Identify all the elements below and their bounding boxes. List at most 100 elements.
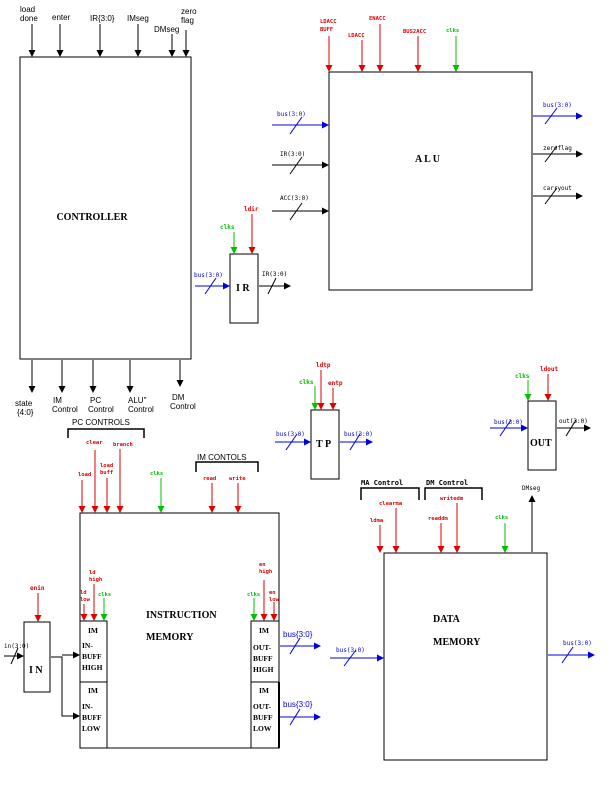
alu-in-bus-label: bus(3:0) <box>277 111 306 118</box>
state-label-1: state <box>15 399 33 408</box>
readdm-label: readdm <box>428 516 449 522</box>
alu-in-acc-label: ACC(3:0) <box>280 195 309 202</box>
pc-control-label-2: Control <box>88 405 114 414</box>
im-out-low-line-4: LOW <box>253 724 272 733</box>
en-low-label-1: en <box>269 590 276 596</box>
out-in-bus-label: bus(3:0) <box>494 419 523 426</box>
ldma-label: ldma <box>370 518 383 524</box>
dm-control-label-2: Control <box>170 402 196 411</box>
im-in-buff-high: IM IN- BUFF HIGH <box>79 620 108 683</box>
im-output-buses <box>280 637 321 726</box>
im-in-low-line-1: IM <box>88 686 98 695</box>
im-out-low-line-3: BUFF <box>253 713 273 722</box>
pc-controls-bracket: PC CONTROLS <box>67 418 145 438</box>
carryout-label: carryout <box>543 185 572 192</box>
pc-load-buff-label-2: buff <box>100 470 113 476</box>
ldacc-buff-label-1: LDACC <box>320 19 337 25</box>
alu-control-arrows <box>325 24 460 72</box>
bus2acc-label: BUS2ACC <box>403 29 426 35</box>
enter-label: enter <box>52 13 71 22</box>
pc-branch-label: branch <box>113 442 133 448</box>
dm-title-1: DATA <box>433 614 461 625</box>
alu-control-label-1: ALU" <box>128 396 147 405</box>
zero-flag-label-1: zero <box>181 7 197 16</box>
out-title: OUT <box>530 438 552 449</box>
load-done-label-2: done <box>20 14 38 23</box>
ir-input-label: IR{3:0} <box>90 14 115 23</box>
im-in-low-line-2: IN- <box>82 702 93 711</box>
dm-buses <box>330 646 595 667</box>
ir-in-bus-label: bus(3:0) <box>194 272 223 279</box>
im-write-label: write <box>229 476 246 482</box>
tp-title: T P <box>316 439 331 450</box>
alu-title: A L U <box>415 154 440 165</box>
pc-load-buff-label-1: load <box>100 463 113 469</box>
dm-clks-label: clks <box>495 515 508 521</box>
im-in-low-line-3: BUFF <box>82 713 102 722</box>
im-out-clks-label: clks <box>247 592 260 598</box>
out-clks-label: clks <box>515 373 530 380</box>
im-out-high-line-2: OUT- <box>253 643 272 652</box>
ld-low-label-1: ld <box>80 590 87 596</box>
pc-controls-label: PC CONTROLS <box>72 418 130 427</box>
alu-inputs <box>272 116 329 221</box>
im-controls-label: IM CONTOLS <box>197 453 247 462</box>
im-out-bus-low-label: bus{3:0} <box>283 700 313 709</box>
entp-label: entp <box>328 380 343 387</box>
in-bus-label: in(3:0) <box>4 643 29 650</box>
enacc-label: ENACC <box>369 16 386 22</box>
im-clks-top-label: clks <box>150 471 163 477</box>
im-in-high-line-2: IN- <box>82 641 93 650</box>
im-in-buff-low: IM IN- BUFF LOW <box>79 681 108 749</box>
ir-title: I R <box>236 283 250 294</box>
ir-out-label: IR(3:0) <box>262 271 287 278</box>
im-in-high-line-4: HIGH <box>82 663 103 672</box>
dmseg-output-label: DMseg <box>522 485 540 492</box>
data-memory-block: DATA MEMORY <box>383 552 548 761</box>
alu-in-ir-label: IR(3:0) <box>280 151 305 158</box>
im-in-buff-control-arrows <box>80 584 108 621</box>
im-out-low-line-2: OUT- <box>253 702 272 711</box>
pc-clear-label: clear <box>86 440 103 446</box>
im-out-buff-high: IM OUT- BUFF HIGH <box>250 620 280 683</box>
dm-in-bus-label: bus(3:0) <box>336 647 365 654</box>
tp-clks-label: clks <box>299 379 314 386</box>
en-high-label-2: high <box>259 569 272 575</box>
ld-high-label-2: high <box>89 577 102 583</box>
ldout-label: ldout <box>540 366 558 373</box>
im-control-arrows <box>78 449 242 513</box>
im-out-high-line-1: IM <box>259 626 269 635</box>
in-title: I N <box>29 665 43 676</box>
dm-control-label: DM Control <box>426 479 468 487</box>
controller-inputs <box>28 24 190 57</box>
im-title-1: INSTRUCTION <box>146 610 217 621</box>
ld-high-label-1: ld <box>89 570 96 576</box>
im-control-label-2: Control <box>52 405 78 414</box>
im-out-high-line-4: HIGH <box>253 665 274 674</box>
in-block-arrows <box>4 593 80 720</box>
pc-load-label: load <box>78 472 91 478</box>
dm-control-arrows <box>376 495 536 553</box>
ir-clks-label: clks <box>220 224 235 231</box>
im-out-buff-control-arrows <box>250 580 278 621</box>
tp-arrows <box>275 370 373 451</box>
im-read-label: read <box>203 476 216 482</box>
im-in-low-line-4: LOW <box>82 724 101 733</box>
alu-control-label-2: Control <box>128 405 154 414</box>
im-in-clks-label: clks <box>98 592 111 598</box>
instruction-memory-block: INSTRUCTION MEMORY <box>79 512 280 749</box>
dm-title-2: MEMORY <box>433 637 481 648</box>
imseg-label: IMseg <box>127 14 149 23</box>
clearma-label: clearma <box>379 501 402 507</box>
ma-control-label: MA Control <box>361 479 403 487</box>
load-done-label-1: load <box>20 5 35 14</box>
tp-in-bus-label: bus(3:0) <box>276 431 305 438</box>
state-label-2: {4:0} <box>17 408 34 417</box>
controller-block: CONTROLLER <box>19 56 192 360</box>
ldtp-label: ldtp <box>316 362 331 369</box>
out-arrows <box>490 374 591 437</box>
ldacc-label: LDACC <box>348 33 365 39</box>
im-out-bus-high-label: bus{3:0} <box>283 630 313 639</box>
alu-outputs <box>533 107 583 205</box>
